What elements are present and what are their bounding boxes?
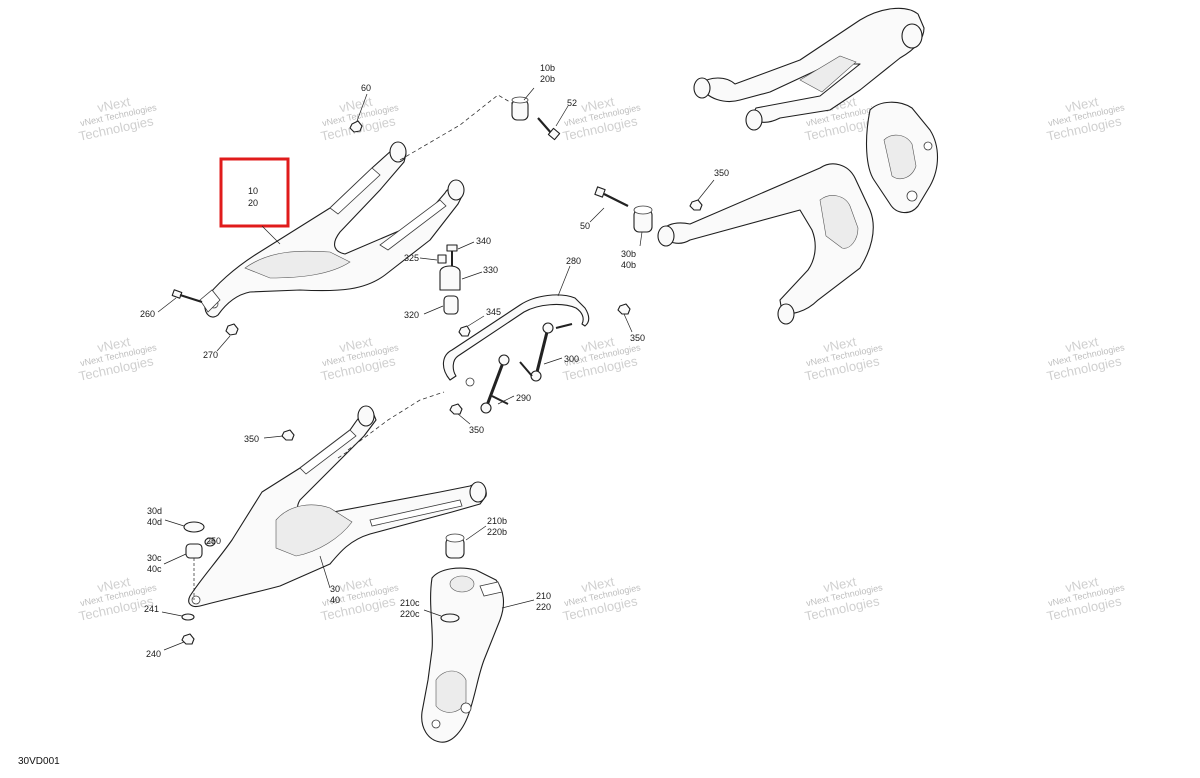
watermark-text: vNext [96,334,132,356]
callout-280: 280 [566,256,581,266]
callout-40: 40 [330,595,340,605]
callout-320: 320 [404,310,419,320]
highlight-box[interactable] [219,157,290,228]
callout-30b: 30b [621,249,636,259]
highlight-label-10: 10 [248,186,258,196]
callout-350-left: 350 [244,434,259,444]
bushing-10b[interactable] [511,96,529,121]
bolt-260[interactable] [171,289,203,303]
nut-345[interactable] [458,325,471,337]
callout-50: 50 [580,221,590,231]
bolt-50[interactable] [594,186,629,207]
upper-control-arm[interactable] [199,141,465,318]
watermark-text: vNext [580,334,616,356]
nut-60[interactable] [349,120,363,133]
nut-240[interactable] [181,633,195,645]
callout-325: 325 [404,253,419,263]
callout-30d: 30d [147,506,162,516]
assembled-knuckle[interactable] [866,101,939,214]
clip-325[interactable] [437,254,447,264]
callout-350-center: 350 [469,425,484,435]
nut-270[interactable] [225,323,239,336]
watermark-text: vNext [822,574,858,596]
bolt-52[interactable] [537,117,561,141]
callout-220b: 220b [487,527,507,537]
callout-241: 241 [144,604,159,614]
assembled-lower-arm[interactable] [657,163,874,325]
callout-20b: 20b [540,74,555,84]
watermark-text: vNext [338,334,374,356]
watermark-text: vNext [580,94,616,116]
ring-30d[interactable] [183,521,205,533]
callout-240: 240 [146,649,161,659]
callout-40d: 40d [147,517,162,527]
callout-330: 330 [483,265,498,275]
watermark-text: vNext [580,574,616,596]
callout-30c: 30c [147,553,162,563]
callout-260: 260 [140,309,155,319]
callout-270: 270 [203,350,218,360]
watermark-text: vNext [96,94,132,116]
callout-250: 250 [206,536,221,546]
assembled-upper-arm[interactable] [693,7,925,131]
watermark-text: vNext [1064,94,1100,116]
callout-60: 60 [361,83,371,93]
callout-290: 290 [516,393,531,403]
bushing-320[interactable] [443,295,459,315]
watermark-text: vNext [338,574,374,596]
nut-350-left[interactable] [281,429,295,441]
callout-40c: 40c [147,564,162,574]
link-rod-300[interactable] [519,322,573,382]
callout-350-top: 350 [714,168,729,178]
bushing-30b[interactable] [633,205,653,233]
watermark-text: vNext [822,334,858,356]
callout-40b: 40b [621,260,636,270]
callout-210: 210 [536,591,551,601]
watermark-text: vNext [1064,574,1100,596]
highlight-label-20: 20 [248,198,258,208]
watermark-text: vNext [1064,334,1100,356]
callout-220c: 220c [400,609,420,619]
ring-210c[interactable] [440,613,460,623]
callout-52: 52 [567,98,577,108]
callout-10b: 10b [540,63,555,73]
callout-210b: 210b [487,516,507,526]
callout-30: 30 [330,584,340,594]
clamp-330[interactable] [439,265,461,291]
drawing-code: 30VD001 [18,756,60,767]
bushing-210b[interactable] [445,533,465,559]
lower-control-arm[interactable] [188,405,487,608]
callout-220: 220 [536,602,551,612]
nut-350-right[interactable] [617,303,631,315]
ball-joint-30c[interactable] [185,543,203,600]
callout-350-right: 350 [630,333,645,343]
callout-340: 340 [476,236,491,246]
knuckle[interactable] [421,567,505,743]
stabilizer-bar-280[interactable] [442,294,590,387]
nut-350-top[interactable] [689,199,703,211]
watermark-text: vNext [96,574,132,596]
link-rod-290[interactable] [480,354,510,414]
washer-241[interactable] [181,613,195,621]
nut-350-center[interactable] [449,403,463,415]
callout-210c: 210c [400,598,420,608]
callout-300: 300 [564,354,579,364]
callout-345: 345 [486,307,501,317]
